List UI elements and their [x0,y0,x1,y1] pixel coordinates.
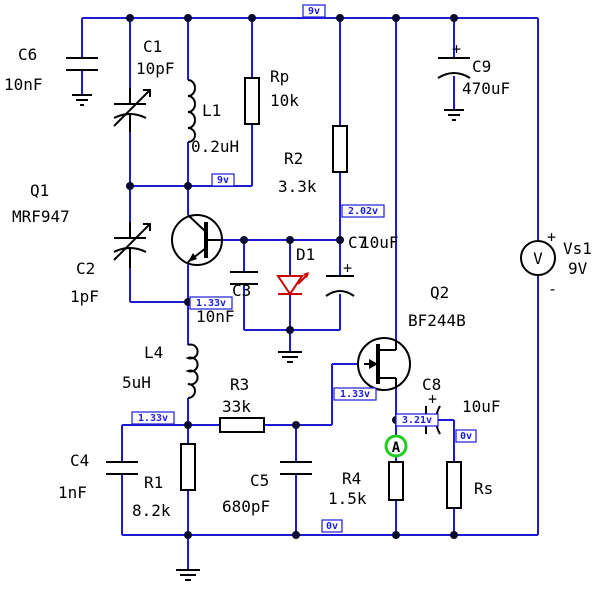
label-l1-name: L1 [202,101,221,120]
svg-text:3.21v: 3.21v [402,415,432,426]
label-r2-value: 3.3k [278,177,317,196]
label-r1-name: R1 [144,473,163,492]
capacitor-c3 [230,271,258,285]
junction-dots [126,14,458,539]
label-c9-name: C9 [472,57,491,76]
resistor-r3 [219,417,265,433]
label-vs1-name: Vs1 [563,239,592,258]
voltage-source-vs1 [520,240,556,276]
label-r4-name: R4 [342,469,361,488]
c9-plus-sign: + [452,40,461,58]
capacitor-c9 [437,57,471,121]
label-c5-value: 680pF [222,497,270,516]
probe-bias-left: 1.33v [131,411,175,425]
label-l4-value: 5uH [122,373,151,392]
probe-r2-bottom: 2.02v [341,204,385,218]
probe-ground: 0v [321,519,343,533]
vs1-minus-sign: - [548,280,557,298]
label-d1-name: D1 [296,245,315,264]
svg-text:9v: 9v [217,175,229,186]
label-c6-value: 10nF [4,75,43,94]
variable-capacitor-c2 [113,222,151,268]
svg-text:0v: 0v [326,521,338,532]
probe-q1-emitter: 1.33v [189,296,233,310]
capacitor-c5 [280,461,312,475]
inductor-l1 [187,79,196,143]
ground-main [176,569,200,581]
svg-text:1.33v: 1.33v [138,413,168,424]
label-c8-name: C8 [422,375,441,394]
label-vs1-value: 9V [568,259,588,278]
svg-text:1.33v: 1.33v [340,389,370,400]
label-c3-name: C3 [232,281,251,300]
wires [81,17,539,570]
label-c3-value: 10nF [196,307,235,326]
label-q1-value: MRF947 [12,207,70,226]
led-d1 [276,272,309,296]
variable-capacitor-c1 [113,88,151,132]
label-l1-value: 0.2uH [191,137,239,156]
capacitor-c7 [325,275,355,297]
label-r3-name: R3 [230,375,249,394]
probe-mid: 9v [211,173,235,187]
capacitor-c6 [66,57,98,106]
label-c6-name: C6 [18,45,37,64]
label-q1-name: Q1 [30,181,49,200]
jfet-q2 [357,337,411,391]
resistor-rp [244,77,260,125]
svg-text:2.02v: 2.02v [348,206,378,217]
probe-q2-gate: 1.33v [333,387,377,401]
svg-text:0v: 0v [460,431,472,442]
label-r3-value: 33k [222,397,251,416]
label-c4-value: 1nF [58,483,87,502]
label-c1-value: 10pF [136,59,175,78]
resistor-r2 [332,125,348,173]
c8-plus-sign: + [428,390,437,408]
probe-top: 9v [302,4,326,18]
inductor-l4 [185,343,199,399]
label-r1-value: 8.2k [132,501,171,520]
voltage-probes: 9v 9v 2.02v 1.33v 1.33v 1.33v 3.21v 0v [131,4,477,533]
label-q2-name: Q2 [430,283,449,302]
ammeter-probe: A [384,434,408,458]
label-c2-value: 1pF [70,287,99,306]
label-r4-value: 1.5k [328,489,367,508]
capacitor-c4 [106,461,138,475]
label-c7-value: 10uF [360,233,399,252]
component-labels: C6 10nF C1 10pF L1 0.2uH Rp 10k R2 3.3k … [4,37,592,520]
label-rp-name: Rp [270,67,289,86]
vs1-plus-sign: + [547,228,556,246]
label-l4-name: L4 [144,343,163,362]
label-c5-name: C5 [250,471,269,490]
resistor-r4 [388,461,404,501]
vs1-symbol: V [533,249,543,268]
label-rp-value: 10k [270,91,299,110]
polarity-marks: + + + + - V [343,40,557,408]
label-rs-name: Rs [474,479,493,498]
label-q2-value: BF244B [408,311,466,330]
svg-text:9v: 9v [308,6,320,17]
c7-plus-sign: + [343,259,352,277]
label-c2-name: C2 [76,259,95,278]
svg-text:1.33v: 1.33v [196,298,226,309]
label-r2-name: R2 [284,149,303,168]
ground-d1 [278,351,302,363]
probe-output: 0v [455,429,477,443]
ammeter-label: A [392,440,401,456]
label-c4-name: C4 [70,451,89,470]
resistor-r1 [180,443,196,491]
label-c9-value: 470uF [462,79,510,98]
transistor-q1 [171,214,223,266]
resistor-rs [446,461,462,509]
label-c8-value: 10uF [462,397,501,416]
probe-q2-source: 3.21v [395,413,439,427]
label-c1-name: C1 [143,37,162,56]
label-c7-name: C7 [348,233,367,252]
